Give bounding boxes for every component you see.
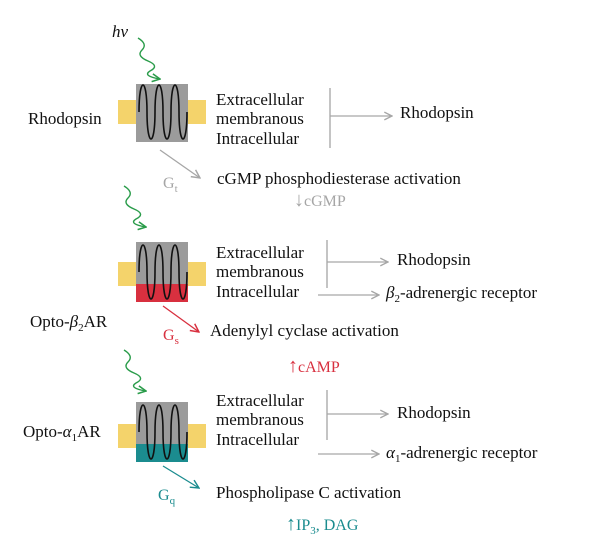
gprotein-label-1: Gt [163,175,178,195]
receptor-name-1: Rhodopsin [28,109,102,128]
domain-intracellular-1: Intracellular [216,129,299,148]
receptor-name-3: Opto-α1AR [23,422,101,444]
origin-top-1: Rhodopsin [400,103,474,122]
messenger-3: ↑IP3, DAG [286,513,359,537]
photon-arrow-2 [123,185,146,227]
receptor-box-3 [136,402,188,444]
gprotein-label-3: Gq [158,487,176,507]
gprotein-label-2: Gs [163,327,179,347]
gprotein-arrow-3 [162,465,199,488]
activation-1: cGMP phosphodiesterase activation [217,169,461,188]
gprotein-arrow-1 [159,149,200,178]
photon-arrow-1 [137,37,160,79]
origin-bottom-2: β2-adrenergic receptor [385,283,537,305]
photon-symbol: hν [112,22,129,41]
domain-extracellular-1: Extracellular [216,90,304,109]
domain-membranous-2: membranous [216,262,304,281]
helix-2 [138,244,188,300]
panel-opto-alpha1ar: Opto-α1AR Extracellular membranous Intra… [23,349,538,537]
gprotein-arrow-2 [162,305,199,332]
origin-top-2: Rhodopsin [397,250,471,269]
activation-3: Phospholipase C activation [216,483,402,502]
domain-intracellular-2: Intracellular [216,282,299,301]
receptor-name-2: Opto-β2AR [30,312,108,334]
origin-bottom-3: α1-adrenergic receptor [386,443,538,465]
helix-1 [138,84,188,140]
domain-extracellular-2: Extracellular [216,243,304,262]
messenger-2: ↑cAMP [288,355,340,377]
origin-top-3: Rhodopsin [397,403,471,422]
domain-membranous-1: membranous [216,109,304,128]
panel-opto-beta2ar: Opto-β2AR Extracellular membranous Intra… [30,185,537,377]
domain-membranous-3: membranous [216,410,304,429]
domain-intracellular-3: Intracellular [216,430,299,449]
panel-rhodopsin: Rhodopsin Extracellular membranous Intra… [28,37,474,211]
receptor-box-2 [136,242,188,284]
helix-3 [138,404,188,460]
activation-2: Adenylyl cyclase activation [210,321,399,340]
photon-arrow-3 [123,349,146,391]
domain-extracellular-3: Extracellular [216,391,304,410]
messenger-1: ↓cGMP [294,189,346,211]
